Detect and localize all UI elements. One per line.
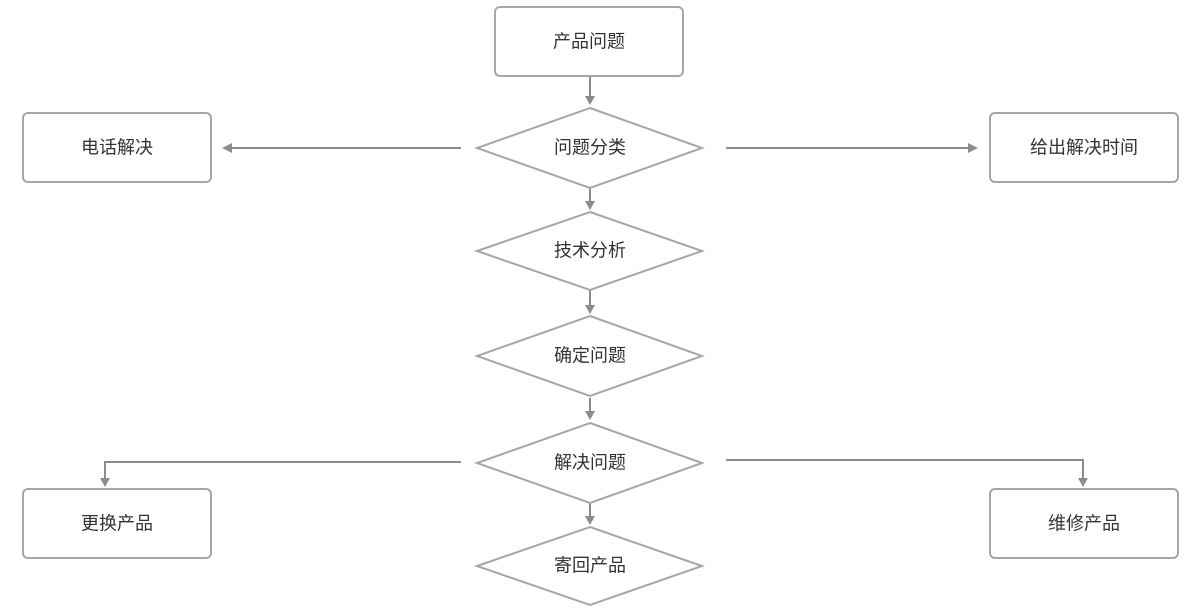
node-confirm-issue: 确定问题 xyxy=(474,314,705,398)
arrowhead-down-icon xyxy=(585,96,595,105)
node-label: 维修产品 xyxy=(1048,514,1120,535)
node-technical-analysis: 技术分析 xyxy=(473,210,706,292)
node-phone-resolution: 电话解决 xyxy=(22,112,212,183)
arrowhead-down-icon xyxy=(1078,478,1088,487)
node-label: 寄回产品 xyxy=(554,556,626,577)
node-label: 更换产品 xyxy=(81,514,153,535)
node-label: 给出解决时间 xyxy=(1030,138,1138,159)
node-replace-product: 更换产品 xyxy=(22,488,212,559)
arrowhead-down-icon xyxy=(585,305,595,314)
arrowhead-right-icon xyxy=(968,143,978,153)
arrowhead-down-icon xyxy=(100,478,110,487)
connector-resolve-to-repair xyxy=(726,459,1084,478)
arrowhead-down-icon xyxy=(585,411,595,420)
node-label: 技术分析 xyxy=(554,241,626,262)
node-give-resolution-time: 给出解决时间 xyxy=(989,112,1179,183)
node-issue-classification: 问题分类 xyxy=(474,106,705,190)
node-label: 产品问题 xyxy=(553,32,625,53)
node-label: 电话解决 xyxy=(81,138,153,159)
connector-resolve-to-replace xyxy=(104,461,461,478)
node-resolve-issue: 解决问题 xyxy=(474,421,705,505)
arrowhead-down-icon xyxy=(585,516,595,525)
node-repair-product: 维修产品 xyxy=(989,488,1179,559)
arrowhead-down-icon xyxy=(585,201,595,210)
arrowhead-left-icon xyxy=(222,143,232,153)
node-label: 问题分类 xyxy=(554,138,626,159)
node-label: 解决问题 xyxy=(554,453,626,474)
node-label: 确定问题 xyxy=(554,346,626,367)
node-product-issue: 产品问题 xyxy=(494,6,684,77)
connectors xyxy=(100,77,1088,525)
node-return-product: 寄回产品 xyxy=(473,525,706,607)
